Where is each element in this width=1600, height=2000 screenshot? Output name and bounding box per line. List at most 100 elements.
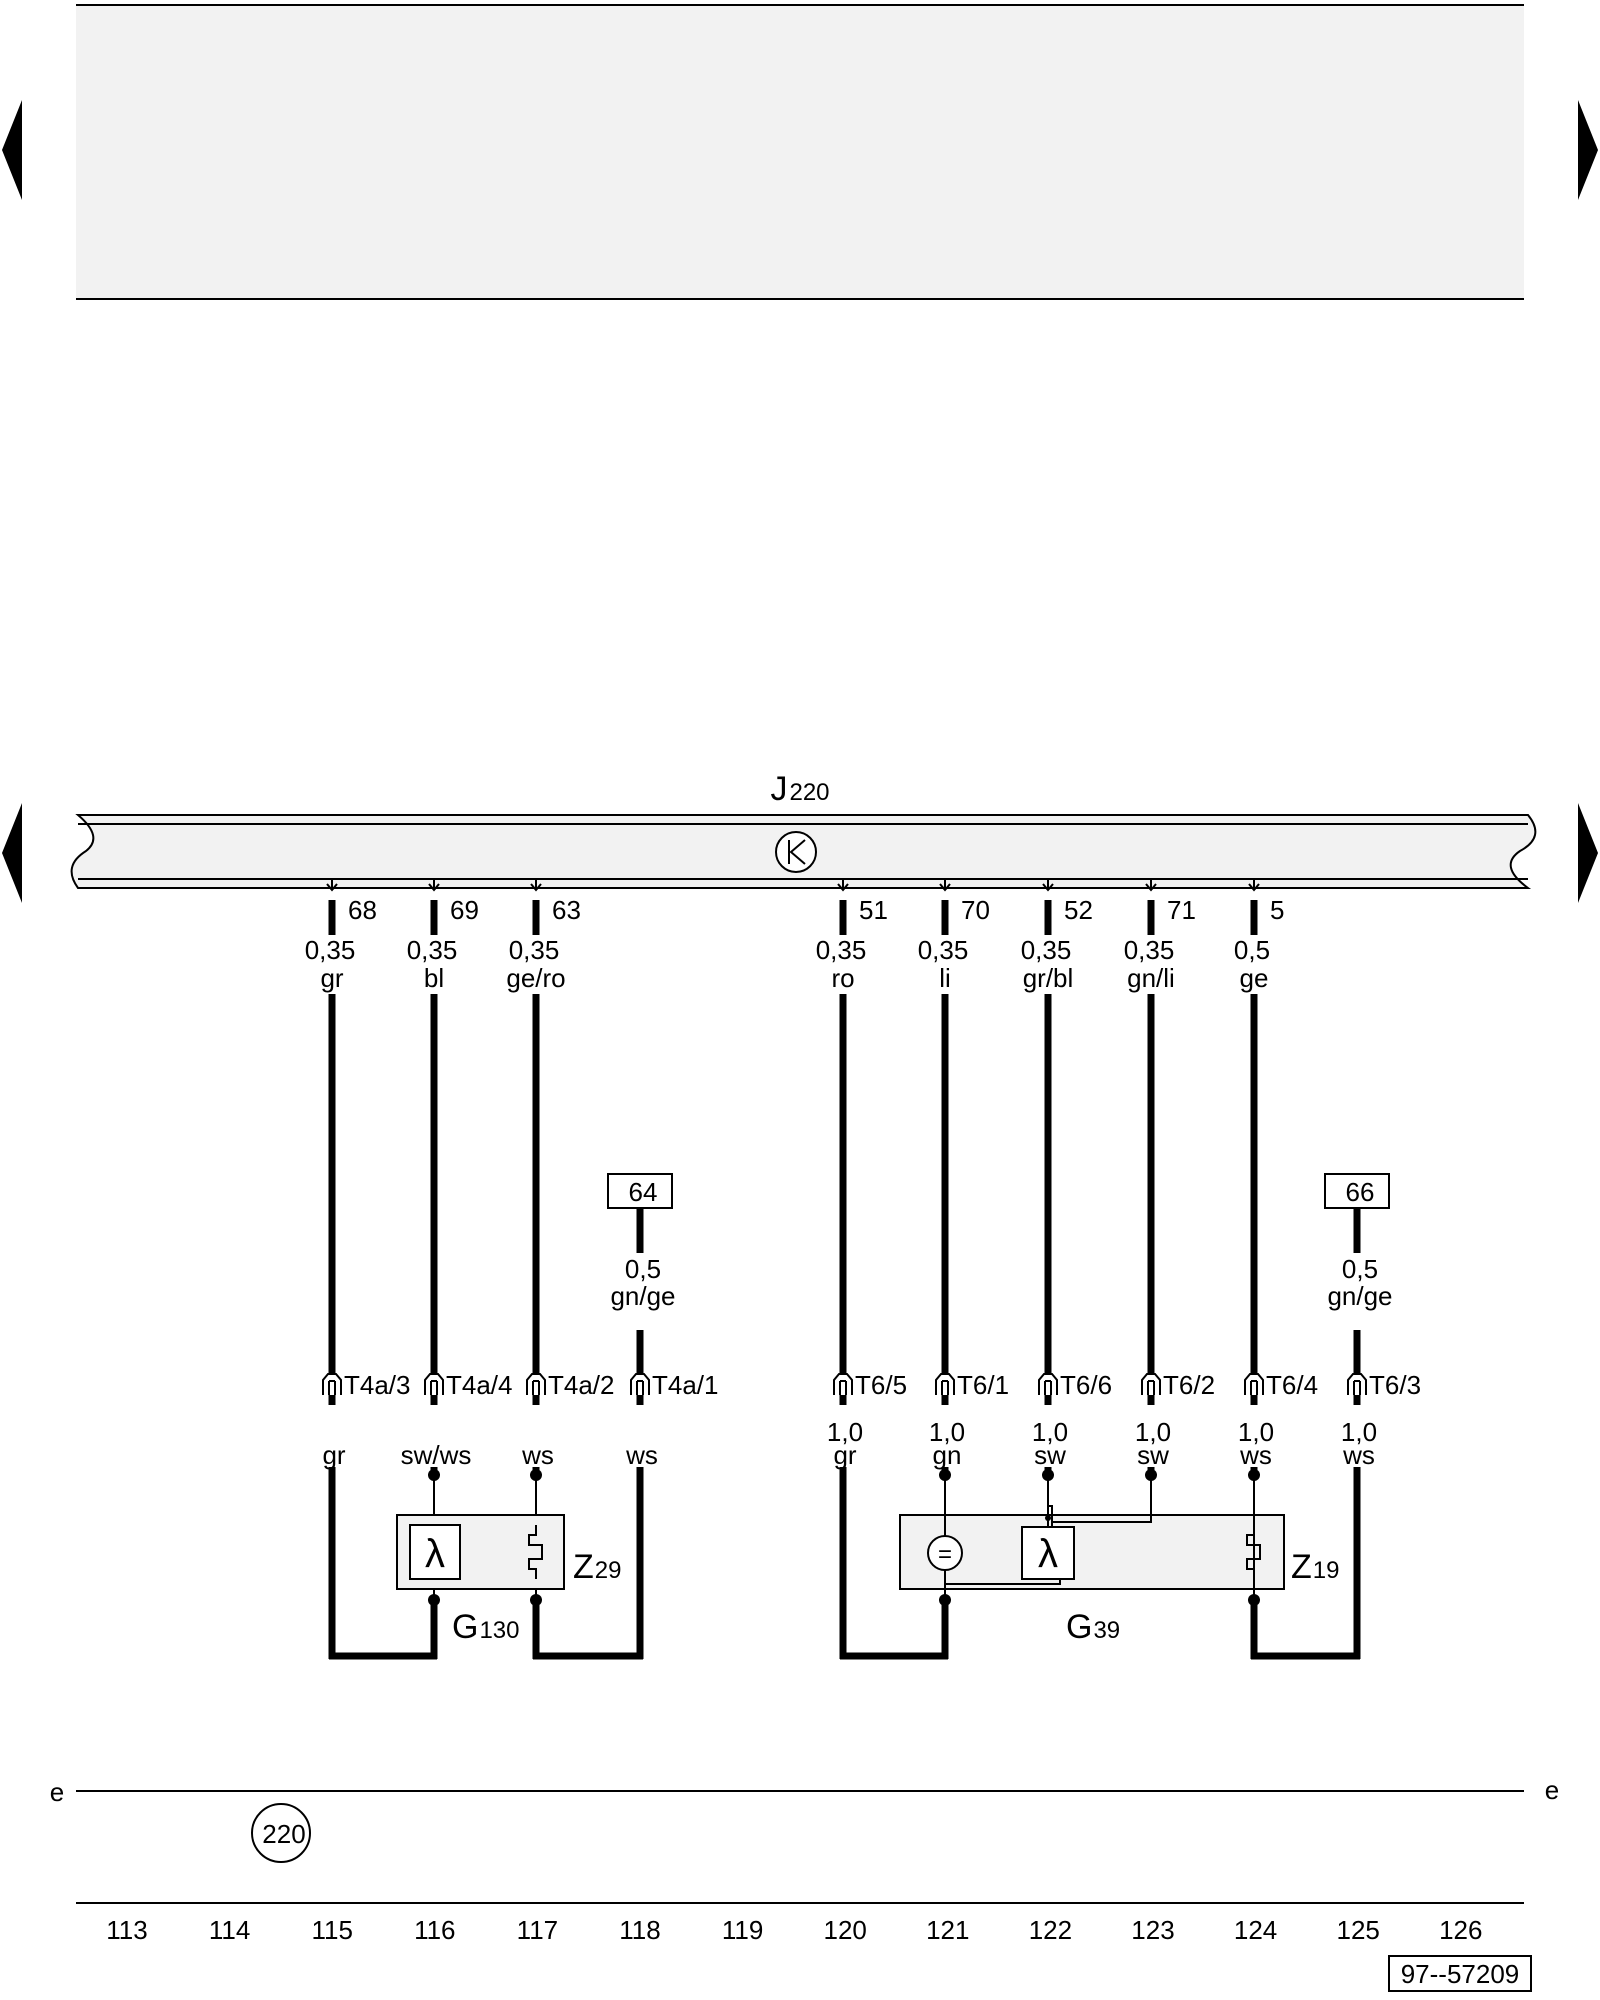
plug-icon [935, 1373, 955, 1396]
main-wires [328, 994, 1361, 1369]
connector-wire-color: gn [933, 1440, 962, 1470]
document-number: 97--57209 [1388, 1955, 1532, 1992]
column-number: 124 [1234, 1915, 1277, 1945]
column-number: 117 [517, 1915, 558, 1945]
column-number: 121 [926, 1915, 969, 1945]
lambda-probe-icon-2 [1021, 1526, 1075, 1580]
ground-line-e: e e 220 [50, 1775, 1559, 1863]
connector-wire-color: sw [1034, 1440, 1066, 1470]
connector-wire-size: 1,0 [929, 1417, 965, 1447]
lambda-probe-icon [409, 1524, 461, 1580]
connector-7: T6/21,0sw [1135, 1369, 1215, 1470]
plug-icon [526, 1373, 546, 1396]
next-page-arrow-top[interactable] [1578, 100, 1598, 200]
connector-wire-color: ws [1239, 1440, 1272, 1470]
pin-number: 5 [1270, 895, 1284, 925]
connector-5: T6/1 1,0gn [929, 1369, 1009, 1470]
connector-wire-color: ws [625, 1440, 658, 1470]
line-letter-left: e [50, 1777, 64, 1807]
ref-number: 64 [629, 1177, 658, 1207]
wire-color: ge [1240, 963, 1269, 993]
prev-page-arrow-mid[interactable] [2, 803, 22, 903]
connector-6: T6/61,0sw [1032, 1369, 1112, 1470]
column-number: 122 [1029, 1915, 1072, 1945]
plug-icon [630, 1373, 650, 1396]
wire-color: li [939, 963, 951, 993]
wire-size: 0,35 [816, 935, 867, 965]
connector-4: T6/51,0gr [827, 1369, 907, 1470]
ref-wire-color: gn/ge [610, 1281, 675, 1311]
lower-wires [328, 1467, 1361, 1660]
wire-size: 0,35 [1021, 935, 1072, 965]
sensor-g130-label: G130 [452, 1608, 520, 1646]
column-number: 126 [1439, 1915, 1482, 1945]
plug-icon [1038, 1373, 1058, 1396]
connector-label: T6/5 [855, 1370, 907, 1400]
ref-box-1: 660,5gn/ge [1324, 1173, 1393, 1311]
connector-wire-color: gr [322, 1440, 345, 1470]
wire-size: 0,35 [407, 935, 458, 965]
control-unit-j220: J220 [70, 770, 1537, 889]
wire-size: 0,35 [918, 935, 969, 965]
prev-page-arrow-top[interactable] [2, 100, 22, 200]
column-number: 113 [106, 1915, 147, 1945]
connector-9: T6/31,0ws [1341, 1369, 1421, 1470]
j220-pins: 680,35gr690,35bl630,35ge/ro510,35ro700,3… [305, 879, 1284, 993]
connector-label: T6/4 [1266, 1370, 1318, 1400]
plug-icon [424, 1373, 444, 1396]
connector-wire-color: ws [1342, 1440, 1375, 1470]
wire-size: 0,35 [509, 935, 560, 965]
connector-wire-color: ws [521, 1440, 554, 1470]
column-number: 116 [414, 1915, 455, 1945]
connector-label: T6/1 [957, 1370, 1009, 1400]
pin-number: 51 [859, 895, 888, 925]
lambda-symbol-2: λ [1038, 1532, 1058, 1576]
connector-label: T4a/2 [548, 1370, 615, 1400]
column-number: 119 [722, 1915, 763, 1945]
wire-color: gr/bl [1023, 963, 1074, 993]
column-number: 114 [209, 1915, 250, 1945]
connector-wire-size: 1,0 [827, 1417, 863, 1447]
connector-label: T6/2 [1163, 1370, 1215, 1400]
connector-wire-color: sw [1137, 1440, 1169, 1470]
ref-box-0: 640,5gn/ge [607, 1173, 676, 1311]
pin-7: 50,5ge [1234, 879, 1284, 993]
column-number: 115 [311, 1915, 352, 1945]
heater-z29-label: Z29 [573, 1548, 621, 1586]
connector-label: T4a/1 [652, 1370, 719, 1400]
connector-wire-size: 1,0 [1341, 1417, 1377, 1447]
control-unit-label: J220 [770, 770, 829, 808]
pin-number: 70 [961, 895, 990, 925]
wire-size: 0,35 [305, 935, 356, 965]
wire-color: gr [320, 963, 343, 993]
plug-icon [1244, 1373, 1264, 1396]
ref-wire-size: 0,5 [1342, 1254, 1378, 1284]
sensor-g130: λ Z29 G130 [396, 1469, 621, 1646]
plug-icon [1347, 1373, 1367, 1396]
connector-8: T6/41,0ws [1238, 1369, 1318, 1470]
connector-label: T4a/4 [446, 1370, 513, 1400]
circle-ref-220: 220 [262, 1819, 305, 1849]
connectors: T4a/3grT4a/4sw/wsT4a/2wsT4a/1wsT6/51,0gr… [322, 1369, 1421, 1470]
heater-z19-label: Z19 [1291, 1548, 1339, 1586]
line-letter-right: e [1545, 1775, 1559, 1805]
connector-label: T4a/3 [344, 1370, 411, 1400]
svg-text:97--57209: 97--57209 [1401, 1959, 1520, 1989]
column-number: 120 [824, 1915, 867, 1945]
pin-number: 52 [1064, 895, 1093, 925]
next-page-arrow-mid[interactable] [1578, 803, 1598, 903]
plug-icon [322, 1373, 342, 1396]
plug-icon [833, 1373, 853, 1396]
lambda-symbol: λ [425, 1532, 445, 1576]
wire-color: bl [424, 963, 444, 993]
pin-number: 68 [348, 895, 377, 925]
column-number: 125 [1337, 1915, 1380, 1945]
